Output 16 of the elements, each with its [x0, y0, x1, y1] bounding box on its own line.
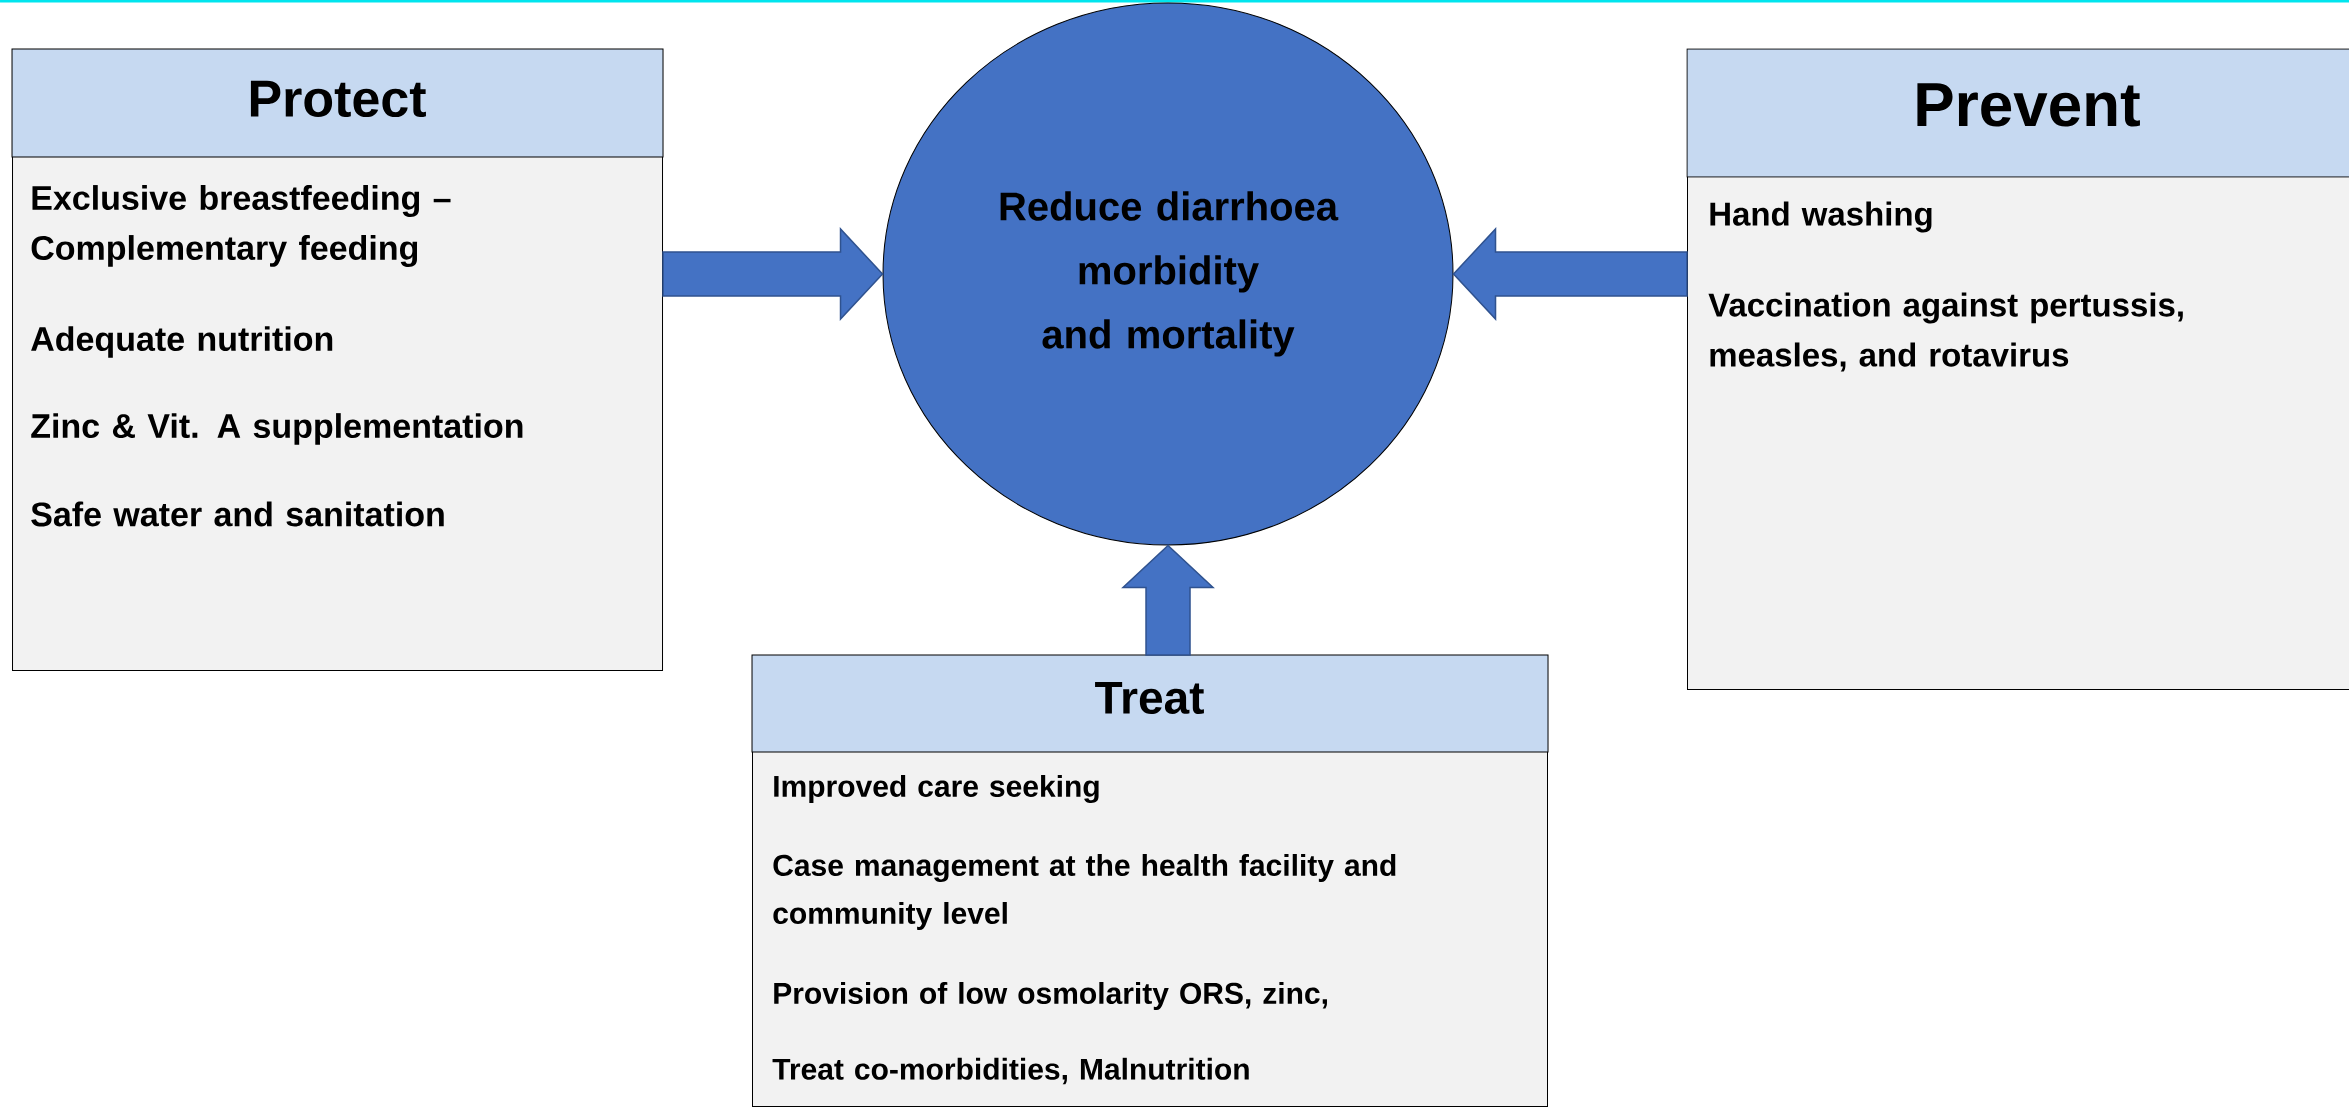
list-item: Treat co-morbidities, Malnutrition: [772, 1057, 1249, 1085]
list-item: Exclusive breastfeeding – Complementary feeding: [31, 185, 451, 267]
block-arrow: [1121, 544, 1215, 656]
list-item: Provision of low osmolarity ORS, zinc,: [774, 982, 1327, 1010]
list-item: Adequate nutrition: [31, 326, 333, 358]
list-item: Case management at the health facility and community level: [773, 854, 1396, 930]
panel-heading: Treat: [1095, 681, 1204, 715]
block-arrow: [1452, 227, 1688, 321]
panel-heading: Prevent: [1917, 83, 2140, 127]
list-item: Zinc & Vit. A supplementation: [31, 413, 523, 445]
list-item: Hand washing: [1710, 201, 1932, 233]
panel-heading: Protect: [250, 80, 426, 118]
list-item: Safe water and sanitation: [31, 501, 444, 527]
list-item: Improved care seeking: [774, 774, 1099, 804]
list-item: Vaccination against pertussis, measles, and rotavirus: [1708, 292, 2183, 372]
block-arrow: [662, 227, 884, 321]
